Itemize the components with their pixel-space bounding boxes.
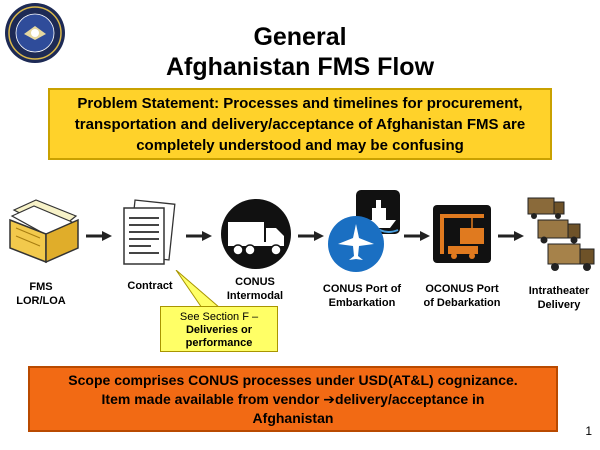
- step-6-line-1: Intratheater: [528, 285, 590, 297]
- callout-pointer: [175, 270, 222, 309]
- step-label-oconus-port-debarkation: OCONUS Port of Debarkation: [416, 282, 508, 310]
- step-2-line-1: Contract: [127, 280, 173, 292]
- problem-statement-box: Problem Statement: Processes and timelin…: [48, 88, 552, 160]
- step-label-conus-intermodal: CONUS Intermodal: [212, 275, 298, 303]
- dod-seal-logo: [5, 3, 65, 63]
- step-label-conus-port-embarkation: CONUS Port of Embarkation: [312, 282, 412, 310]
- flow-arrow-3: [298, 231, 324, 241]
- step-label-contract: Contract: [118, 279, 182, 293]
- page-title: General Afghanistan FMS Flow: [90, 22, 510, 82]
- scope-line-2: Item made available from vendor ➔deliver…: [68, 390, 517, 409]
- page-number: 1: [585, 424, 592, 438]
- truck-icon: [221, 199, 291, 269]
- scope-box: Scope comprises CONUS processes under US…: [28, 366, 558, 432]
- step-1-line-1: FMS: [29, 281, 53, 293]
- step-4-line-1: CONUS Port of: [322, 283, 402, 295]
- step-6-line-2: Delivery: [537, 299, 581, 311]
- scope-line-1: Scope comprises CONUS processes under US…: [68, 371, 518, 388]
- step-1-line-2: LOR/LOA: [16, 295, 66, 307]
- step-label-fms-lor-loa: FMS LOR/LOA: [6, 280, 76, 308]
- scope-line-2b: delivery/acceptance in: [335, 390, 485, 407]
- right-arrow-icon: ➔: [323, 390, 336, 407]
- title-line-2: Afghanistan FMS Flow: [165, 53, 435, 81]
- flow-arrow-4: [404, 231, 430, 241]
- step-label-intratheater-delivery: Intratheater Delivery: [520, 284, 598, 312]
- step-5-line-2: of Debarkation: [423, 297, 501, 309]
- contract-document-icon: [123, 199, 176, 265]
- scope-text: Scope comprises CONUS processes under US…: [68, 371, 517, 428]
- callout-line-3: performance: [185, 337, 253, 349]
- flow-arrow-2: [186, 231, 212, 241]
- step-4-line-2: Embarkation: [328, 297, 396, 309]
- title-line-1: General: [253, 23, 347, 51]
- crane-container-icon: [433, 205, 491, 263]
- flow-arrow-5: [498, 231, 524, 241]
- military-trucks-icon: [527, 197, 595, 271]
- scope-line-2a: Item made available from vendor: [101, 390, 324, 407]
- scope-line-3: Afghanistan: [252, 409, 334, 426]
- callout-line-1: See Section F –: [179, 311, 259, 323]
- flow-arrow-1: [86, 231, 112, 241]
- problem-statement-text: Problem Statement: Processes and timelin…: [74, 94, 526, 154]
- step-3-line-2: Intermodal: [226, 290, 284, 302]
- airplane-ship-icon: [328, 190, 400, 272]
- callout-line-2: Deliveries or: [185, 324, 253, 336]
- see-section-f-callout: See Section F – Deliveries or performanc…: [160, 306, 278, 352]
- step-5-line-1: OCONUS Port: [425, 283, 499, 295]
- step-3-line-1: CONUS: [235, 276, 275, 288]
- folder-documents-icon: [9, 199, 79, 264]
